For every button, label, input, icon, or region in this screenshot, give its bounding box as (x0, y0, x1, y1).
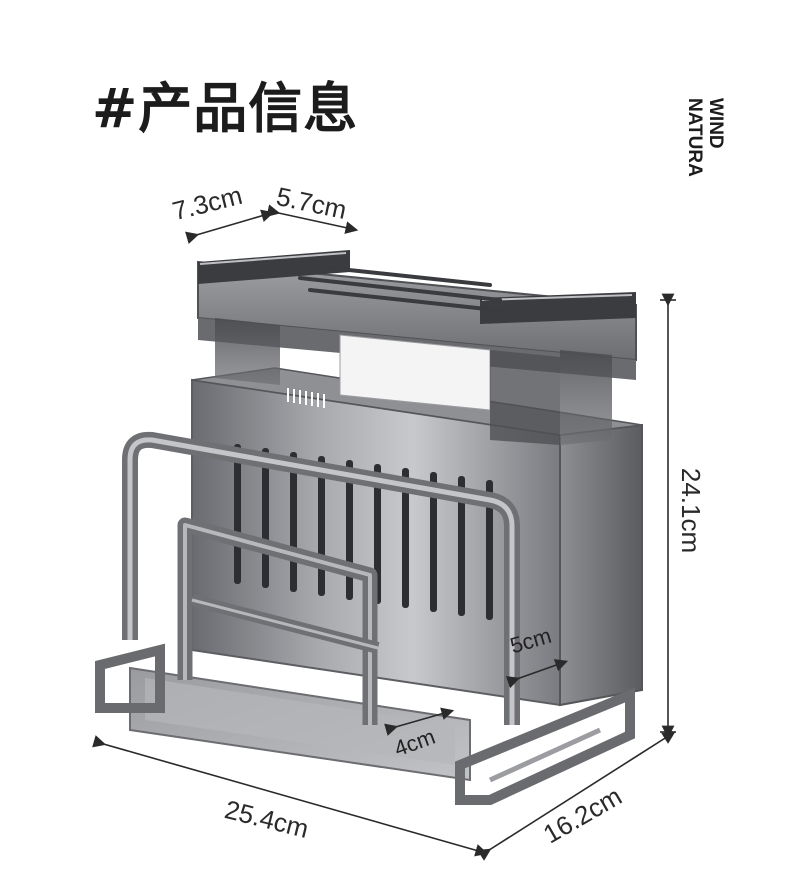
page-title: #产品信息 (92, 77, 359, 140)
brand-line-2: WIND (705, 98, 726, 149)
dim-height: 24.1cm (676, 467, 707, 554)
brand-logo: NATURA WIND (684, 98, 726, 177)
brand-line-1: NATURA (684, 98, 705, 177)
knife-block (197, 250, 637, 445)
dimension-lines (92, 204, 676, 861)
board-frame (122, 431, 520, 725)
